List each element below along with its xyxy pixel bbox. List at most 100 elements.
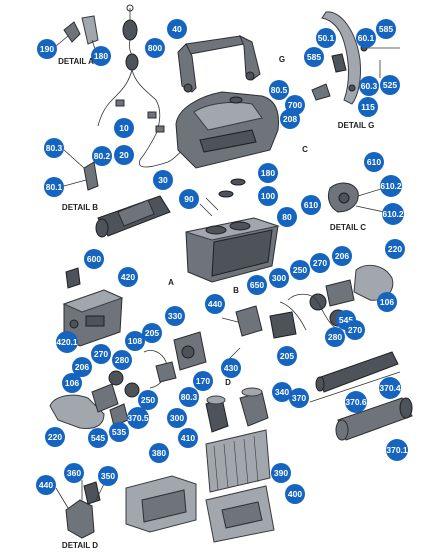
callout-circle <box>165 306 185 326</box>
detail-d-parts <box>55 480 105 539</box>
callout-label: 700 <box>288 100 302 110</box>
callout-circle <box>280 109 300 129</box>
callout-label: 610 <box>367 157 381 167</box>
callout-250: 250 <box>290 260 310 280</box>
callout-label: 610.2 <box>382 209 404 219</box>
section-marker-c: C <box>302 145 308 154</box>
callout-label: 205 <box>280 351 294 361</box>
callout-330: 330 <box>165 306 185 326</box>
callout-370.6: 370.6 <box>345 391 367 413</box>
detail-label: DETAIL D <box>62 541 98 550</box>
callout-250: 250 <box>138 390 158 410</box>
callout-label: 115 <box>361 102 375 112</box>
motor-body <box>185 217 280 283</box>
callout-600: 600 <box>84 249 104 269</box>
callout-610.2: 610.2 <box>382 203 404 225</box>
callout-circle <box>258 163 278 183</box>
callout-40: 40 <box>167 19 187 39</box>
callout-label: 80.2 <box>94 151 111 161</box>
callout-420.1: 420.1 <box>56 331 78 353</box>
detail-label: DETAIL G <box>338 121 375 130</box>
callout-650: 650 <box>247 275 267 295</box>
callout-circle <box>127 407 149 429</box>
callout-380: 380 <box>149 443 169 463</box>
callout-circle <box>272 382 292 402</box>
detail-a-parts <box>55 15 99 53</box>
callout-label: 400 <box>288 489 302 499</box>
detail-label: DETAIL A <box>58 57 94 66</box>
callout-label: 50.1 <box>318 33 335 43</box>
callout-circle <box>37 39 57 59</box>
left-track-assembly <box>49 370 140 429</box>
callout-circle <box>92 146 112 166</box>
callout-circle <box>385 239 405 259</box>
callout-circle <box>359 76 379 96</box>
callout-label: 100 <box>261 191 275 201</box>
callout-label: 170 <box>196 376 210 386</box>
callout-label: 80.1 <box>46 182 63 192</box>
callout-label: 370 <box>292 393 306 403</box>
detail-label: DETAIL C <box>330 223 366 232</box>
power-supply <box>62 267 124 347</box>
callout-circle <box>142 323 162 343</box>
callout-circle <box>380 175 402 197</box>
callout-label: 108 <box>128 336 142 346</box>
callout-circle <box>301 195 321 215</box>
callout-370.5: 370.5 <box>127 407 149 429</box>
callout-535: 535 <box>109 422 129 442</box>
callout-circle <box>45 427 65 447</box>
callout-206: 206 <box>332 246 352 266</box>
callout-610: 610 <box>364 152 384 172</box>
brush-roller <box>309 351 413 441</box>
callout-label: 208 <box>283 114 297 124</box>
callout-circle <box>118 267 138 287</box>
callout-label: 545 <box>339 315 353 325</box>
callout-label: 420.1 <box>56 337 78 347</box>
callout-80.3: 80.3 <box>44 138 64 158</box>
callout-label: 20 <box>119 150 129 160</box>
callout-label: 390 <box>274 468 288 478</box>
callout-circle <box>56 331 78 353</box>
callout-circle <box>167 408 187 428</box>
callout-label: 650 <box>250 280 264 290</box>
callout-circle <box>316 28 336 48</box>
side-tube <box>95 195 171 238</box>
callout-label: 410 <box>181 433 195 443</box>
callout-label: 350 <box>101 471 115 481</box>
callout-60.3: 60.3 <box>359 76 379 96</box>
impeller-housing <box>205 387 269 433</box>
callout-205: 205 <box>277 346 297 366</box>
callout-label: 610.2 <box>380 181 402 191</box>
callout-170: 170 <box>193 371 213 391</box>
detail-c-parts <box>327 182 385 213</box>
handle <box>177 34 261 93</box>
callout-circle <box>193 371 213 391</box>
callout-label: 525 <box>383 80 397 90</box>
callout-206: 206 <box>72 357 92 377</box>
callout-circle <box>358 97 378 117</box>
callout-label: 370.5 <box>127 413 149 423</box>
callout-390: 390 <box>271 463 291 483</box>
callout-180: 180 <box>258 163 278 183</box>
callout-label: 270 <box>94 349 108 359</box>
callout-circle <box>277 207 297 227</box>
callout-circle <box>356 28 376 48</box>
callout-circle <box>364 152 384 172</box>
callout-80.1: 80.1 <box>44 177 64 197</box>
callout-440: 440 <box>205 294 225 314</box>
callout-label: 370.6 <box>345 397 367 407</box>
callout-270: 270 <box>310 253 330 273</box>
callout-545: 545 <box>88 428 108 448</box>
section-marker-b: B <box>233 286 239 295</box>
callout-circle <box>145 38 165 58</box>
callout-205: 205 <box>142 323 162 343</box>
callout-circle <box>64 463 84 483</box>
callout-circle <box>125 331 145 351</box>
callout-circle <box>345 391 367 413</box>
callout-circle <box>138 390 158 410</box>
callout-label: 80.3 <box>46 143 63 153</box>
callout-label: 330 <box>168 311 182 321</box>
callout-100: 100 <box>258 186 278 206</box>
